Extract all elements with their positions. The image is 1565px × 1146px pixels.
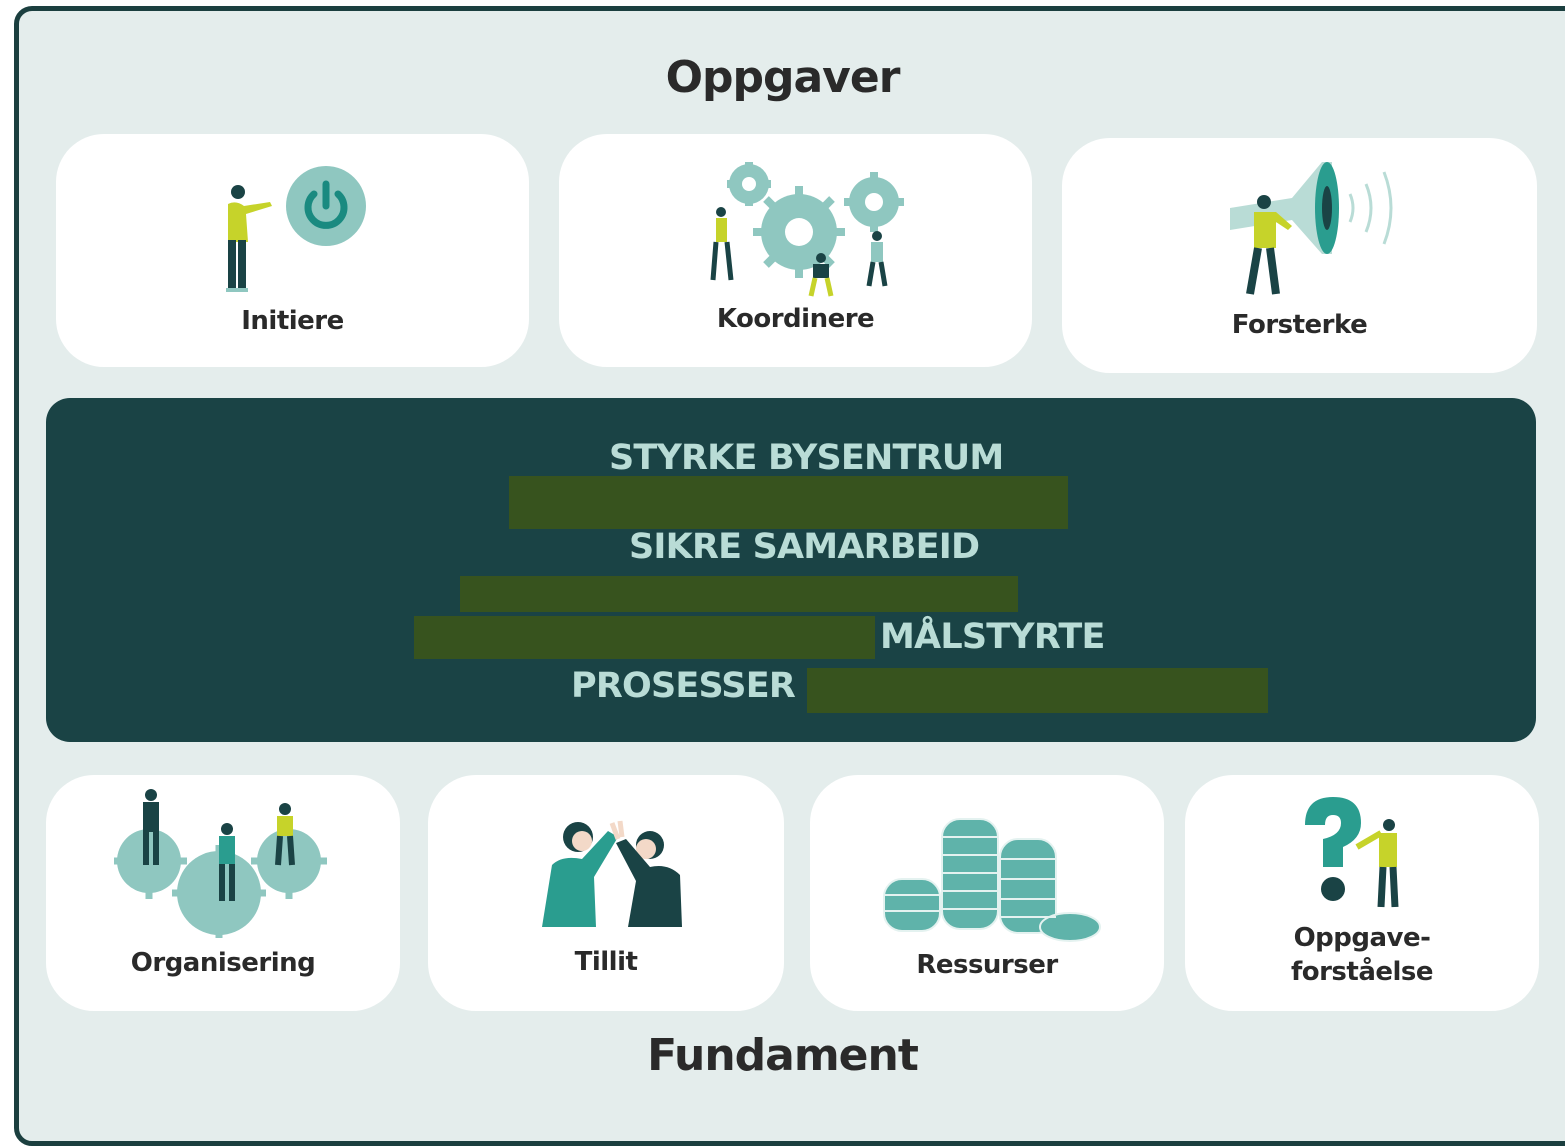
card-label: Tillit [574, 947, 638, 977]
bottom-heading: Fundament [647, 1030, 919, 1081]
top-heading: Oppgaver [665, 52, 901, 103]
megaphone-person-icon [1230, 162, 1393, 295]
card-label: Forsterke [1231, 310, 1368, 340]
question-mark-person-icon [1305, 797, 1399, 908]
card-label: Koordinere [716, 304, 875, 334]
people-on-gears-icon [114, 789, 327, 938]
card-tillit: Tillit [428, 775, 784, 1011]
panel-line: PROSESSER [571, 666, 796, 706]
card-label: Initiere [241, 306, 344, 336]
panel-line: SIKRE SAMARBEID [629, 527, 980, 567]
card-forsterke: Forsterke [1062, 138, 1537, 373]
redaction-bar [460, 576, 1018, 612]
card-oppgaveforstaelse: Oppgave- forståelse [1185, 775, 1539, 1011]
gears-people-icon [710, 162, 904, 297]
card-ressurser: Ressurser [810, 775, 1164, 1011]
power-button-person-icon [226, 166, 366, 292]
card-label-line: Oppgave- [1293, 923, 1431, 953]
card-label: Ressurser [916, 950, 1058, 980]
redaction-bar [509, 476, 1068, 529]
coin-stacks-icon [883, 818, 1101, 942]
redaction-bar [807, 668, 1268, 713]
panel-line: STYRKE BYSENTRUM [609, 438, 1004, 478]
card-initiere: Initiere [56, 134, 529, 367]
panel-line: MÅLSTYRTE [880, 617, 1105, 657]
card-label: Organisering [130, 948, 316, 978]
high-five-icon [542, 820, 682, 927]
card-koordinere: Koordinere [559, 134, 1032, 367]
card-organisering: Organisering [46, 775, 400, 1011]
card-label-line: forståelse [1290, 957, 1434, 987]
redaction-bar [414, 616, 875, 659]
card-label: Oppgave- forståelse [1185, 921, 1539, 989]
goals-panel: STYRKE BYSENTRUM SIKRE SAMARBEID MÅLSTYR… [46, 398, 1536, 742]
